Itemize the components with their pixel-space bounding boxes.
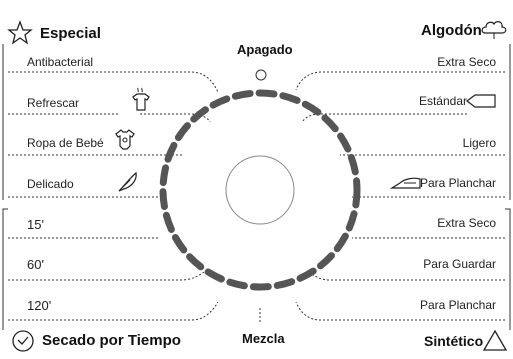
cotton-cloud-icon [481, 21, 507, 39]
dial-knob [225, 155, 295, 225]
program-antibacterial[interactable]: Antibacterial [27, 55, 94, 69]
shirt-steam-icon [132, 87, 150, 111]
program-refrescar[interactable]: Refrescar [27, 96, 80, 110]
sintetico-para-guardar[interactable]: Para Guardar [423, 257, 496, 271]
time-120[interactable]: 120' [27, 298, 52, 313]
off-indicator-icon [255, 69, 267, 81]
feather-icon [118, 171, 137, 192]
dial-ring [159, 89, 361, 291]
baby-bodysuit-icon [115, 129, 135, 150]
algodon-para-planchar[interactable]: Para Planchar [419, 176, 496, 190]
time-15[interactable]: 15' [27, 217, 44, 232]
sintetico-extra-seco[interactable]: Extra Seco [437, 216, 496, 230]
time-60[interactable]: 60' [27, 257, 44, 272]
dial-label-mezcla: Mezcla [242, 331, 285, 346]
algodon-title: Algodón [421, 22, 482, 39]
algodon-estandar[interactable]: Estándar [418, 94, 467, 108]
dial-label-apagado: Apagado [237, 42, 293, 57]
star-icon [7, 20, 33, 45]
especial-title: Especial [40, 25, 101, 42]
clock-icon [12, 330, 34, 352]
algodon-ligero[interactable]: Ligero [462, 136, 496, 150]
hanger-tag-icon [466, 94, 496, 108]
sintetico-title: Sintético [424, 333, 484, 349]
iron-icon [390, 177, 421, 189]
triangle-icon [482, 329, 508, 351]
sintetico-para-planchar[interactable]: Para Planchar [419, 298, 496, 312]
algodon-extra-seco[interactable]: Extra Seco [437, 55, 496, 69]
program-ropa-de-bebe[interactable]: Ropa de Bebé [27, 136, 104, 150]
secado-por-tiempo-title: Secado por Tiempo [42, 332, 181, 349]
program-delicado[interactable]: Delicado [27, 177, 74, 191]
